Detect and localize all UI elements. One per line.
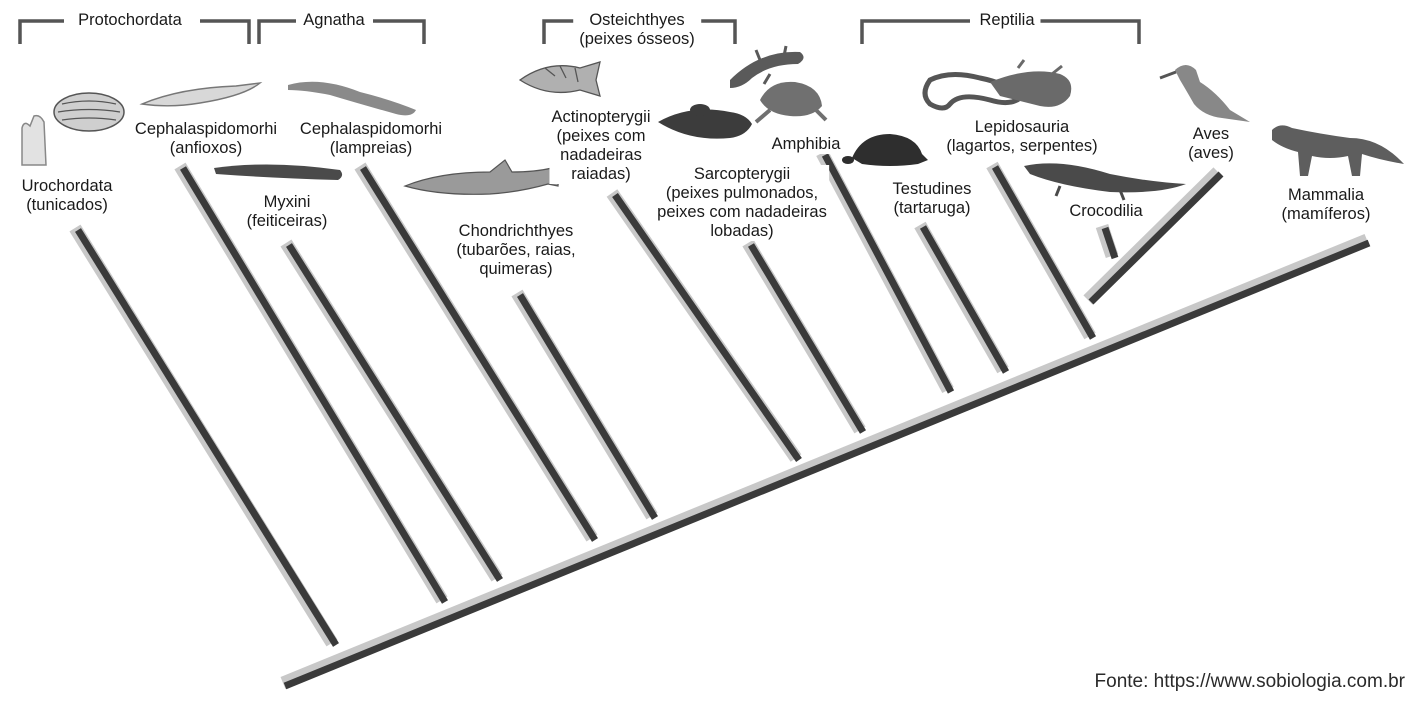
taxon-label-chondrichthyes: Chondrichthyes (tubarões, raias, quimera… xyxy=(454,222,578,279)
taxon-name: Lepidosauria xyxy=(974,118,1070,136)
taxon-common-name: (tartaruga) xyxy=(893,199,971,217)
fox-illustration xyxy=(1272,125,1404,176)
taxon-common-name: (peixes pulmonados, xyxy=(665,184,819,202)
taxon-common-name: lobadas) xyxy=(710,222,774,240)
crocodile-illustration xyxy=(1024,163,1186,201)
taxon-name: Urochordata xyxy=(21,177,113,195)
snake-illustration xyxy=(922,72,1024,111)
group-label-agnatha: Agnatha xyxy=(297,11,371,30)
turtle-illustration xyxy=(842,134,928,166)
taxon-common-name: (tubarões, raias, xyxy=(456,241,576,259)
taxon-name: Aves xyxy=(1192,125,1230,143)
taxon-name: Testudines xyxy=(892,180,972,198)
salamander-illustration xyxy=(730,45,804,88)
taxon-common-name: (lampreias) xyxy=(329,139,413,157)
taxon-label-testudines: Testudines (tartaruga) xyxy=(890,180,974,218)
taxon-common-name: nadadeiras xyxy=(560,146,642,164)
taxon-common-name: quimeras) xyxy=(479,260,553,278)
taxon-label-aves: Aves (aves) xyxy=(1186,125,1236,163)
group-label-protochordata: Protochordata xyxy=(72,11,188,30)
taxon-label-actinopterygii: Actinopterygii (peixes com nadadeiras ra… xyxy=(549,108,653,184)
branch-amphibia xyxy=(821,153,955,394)
pod-illustration xyxy=(53,92,125,132)
taxon-common-name: (feiticeiras) xyxy=(246,212,328,230)
taxon-label-sarcopterygii: Sarcopterygii (peixes pulmonados, peixes… xyxy=(655,165,829,241)
taxon-common-name: (tunicados) xyxy=(26,196,108,214)
taxon-name: Mammalia xyxy=(1287,186,1365,204)
bracket-osteichthyes xyxy=(542,19,575,44)
perch-illustration xyxy=(518,61,601,97)
group-label-osteichthyes: Osteichthyes (peixes ósseos) xyxy=(573,11,701,49)
taxon-common-name: (anfioxos) xyxy=(169,139,243,157)
taxon-common-name: peixes com nadadeiras xyxy=(657,203,827,221)
taxon-common-name: (lagartos, serpentes) xyxy=(946,137,1098,155)
lizard-illustration xyxy=(990,59,1072,107)
bracket-reptilia-right xyxy=(1040,19,1141,44)
group-label-reptilia: Reptilia xyxy=(973,11,1041,30)
hagfish-illustration xyxy=(214,164,343,180)
taxon-label-mammalia: Mammalia (mamíferos) xyxy=(1279,186,1373,224)
branch-sarcopterygii xyxy=(747,243,867,434)
coelacanth-illustration xyxy=(658,104,752,139)
taxon-label-urochordata: Urochordata (tunicados) xyxy=(19,177,115,215)
taxon-common-name: raiadas) xyxy=(571,165,631,183)
group-label-osteichthyes-common: (peixes ósseos) xyxy=(579,30,695,48)
taxon-common-name: (peixes com xyxy=(556,127,646,145)
taxon-label-lampreias: Cephalaspidomorhi (lampreias) xyxy=(297,120,445,158)
tunicate-illustration xyxy=(21,114,47,166)
trunk-line xyxy=(283,239,1371,690)
taxon-name: Myxini xyxy=(263,193,311,211)
branch-testudines xyxy=(919,225,1010,374)
branches xyxy=(69,149,1371,690)
bracket-reptilia xyxy=(860,19,970,44)
shark-illustration xyxy=(403,156,561,195)
taxon-label-amphibia: Amphibia xyxy=(769,135,843,154)
branch-anfioxos xyxy=(180,166,448,604)
branch-chondrichthyes xyxy=(517,293,658,520)
taxon-name: Cephalaspidomorhi xyxy=(134,120,278,138)
branch-lampreias xyxy=(360,166,598,542)
lamprey-illustration xyxy=(288,81,416,116)
group-label-osteichthyes-name: Osteichthyes xyxy=(589,11,685,29)
branch-aves xyxy=(1088,171,1224,305)
taxon-common-name: (mamíferos) xyxy=(1281,205,1371,223)
bird-illustration xyxy=(1159,65,1250,122)
source-credit: Fonte: https://www.sobiologia.com.br xyxy=(1094,671,1405,692)
taxon-label-lepidosauria: Lepidosauria (lagartos, serpentes) xyxy=(944,118,1100,156)
organism-illustrations xyxy=(21,45,1404,201)
frog-illustration xyxy=(754,81,828,124)
taxon-name: Cephalaspidomorhi xyxy=(299,120,443,138)
taxon-label-anfioxos: Cephalaspidomorhi (anfioxos) xyxy=(132,120,280,158)
bracket-protochordata-right xyxy=(200,19,251,44)
taxon-common-name: (aves) xyxy=(1188,144,1234,162)
taxon-label-crocodilia: Crocodilia xyxy=(1067,202,1145,221)
branch-actinopterygii xyxy=(612,193,802,462)
taxon-name: Sarcopterygii xyxy=(693,165,791,183)
bracket-protochordata xyxy=(18,19,64,44)
branch-lepidosauria xyxy=(991,165,1097,340)
branch-myxini xyxy=(286,243,503,582)
bracket-osteichthyes-right xyxy=(700,19,737,44)
bracket-agnatha xyxy=(257,19,296,44)
taxon-name: Actinopterygii xyxy=(551,108,651,126)
amphioxus-illustration xyxy=(139,82,263,107)
branch-urochordata xyxy=(75,228,339,647)
taxon-name: Chondrichthyes xyxy=(458,222,574,240)
group-brackets xyxy=(18,19,1141,44)
bracket-agnatha-right xyxy=(373,19,426,44)
taxon-label-myxini: Myxini (feiticeiras) xyxy=(244,193,330,231)
branch-crocodilia xyxy=(1101,226,1119,260)
